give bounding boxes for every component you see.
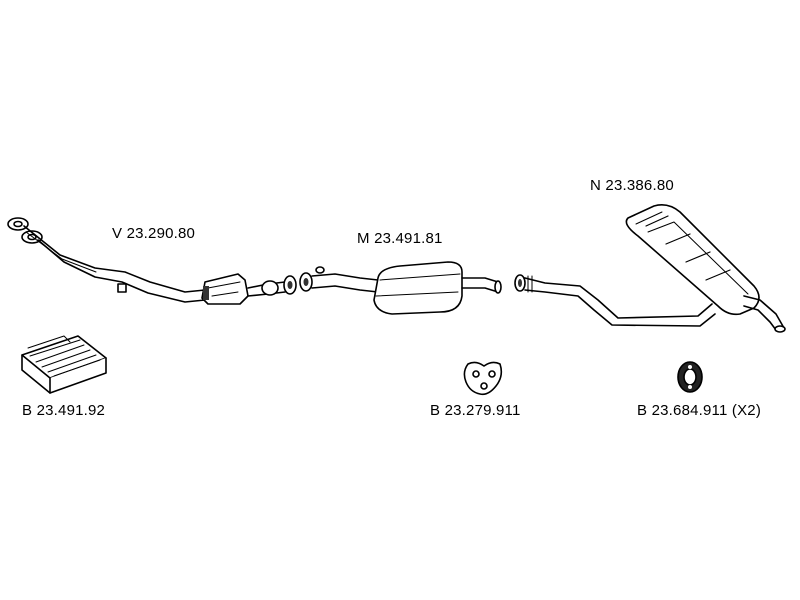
part-code-rear-silencer: N 23.386.80 bbox=[590, 177, 674, 194]
rear-silencer-part bbox=[514, 204, 786, 333]
part-code-front-pipe: V 23.290.80 bbox=[112, 225, 196, 242]
part-code-mounting-kit: B 23.491.92 bbox=[22, 402, 106, 419]
front-pipe-part bbox=[7, 217, 297, 305]
rubber-hanger-a-part bbox=[463, 361, 503, 396]
part-code-middle-silencer: M 23.491.81 bbox=[357, 230, 443, 247]
part-code-rubber-hanger-b: B 23.684.911 (X2) bbox=[637, 402, 762, 419]
rubber-hanger-b-part bbox=[677, 361, 703, 393]
middle-silencer-part bbox=[299, 261, 502, 315]
mounting-kit-part bbox=[21, 335, 107, 394]
part-code-rubber-hanger-a: B 23.279.911 bbox=[430, 402, 521, 419]
